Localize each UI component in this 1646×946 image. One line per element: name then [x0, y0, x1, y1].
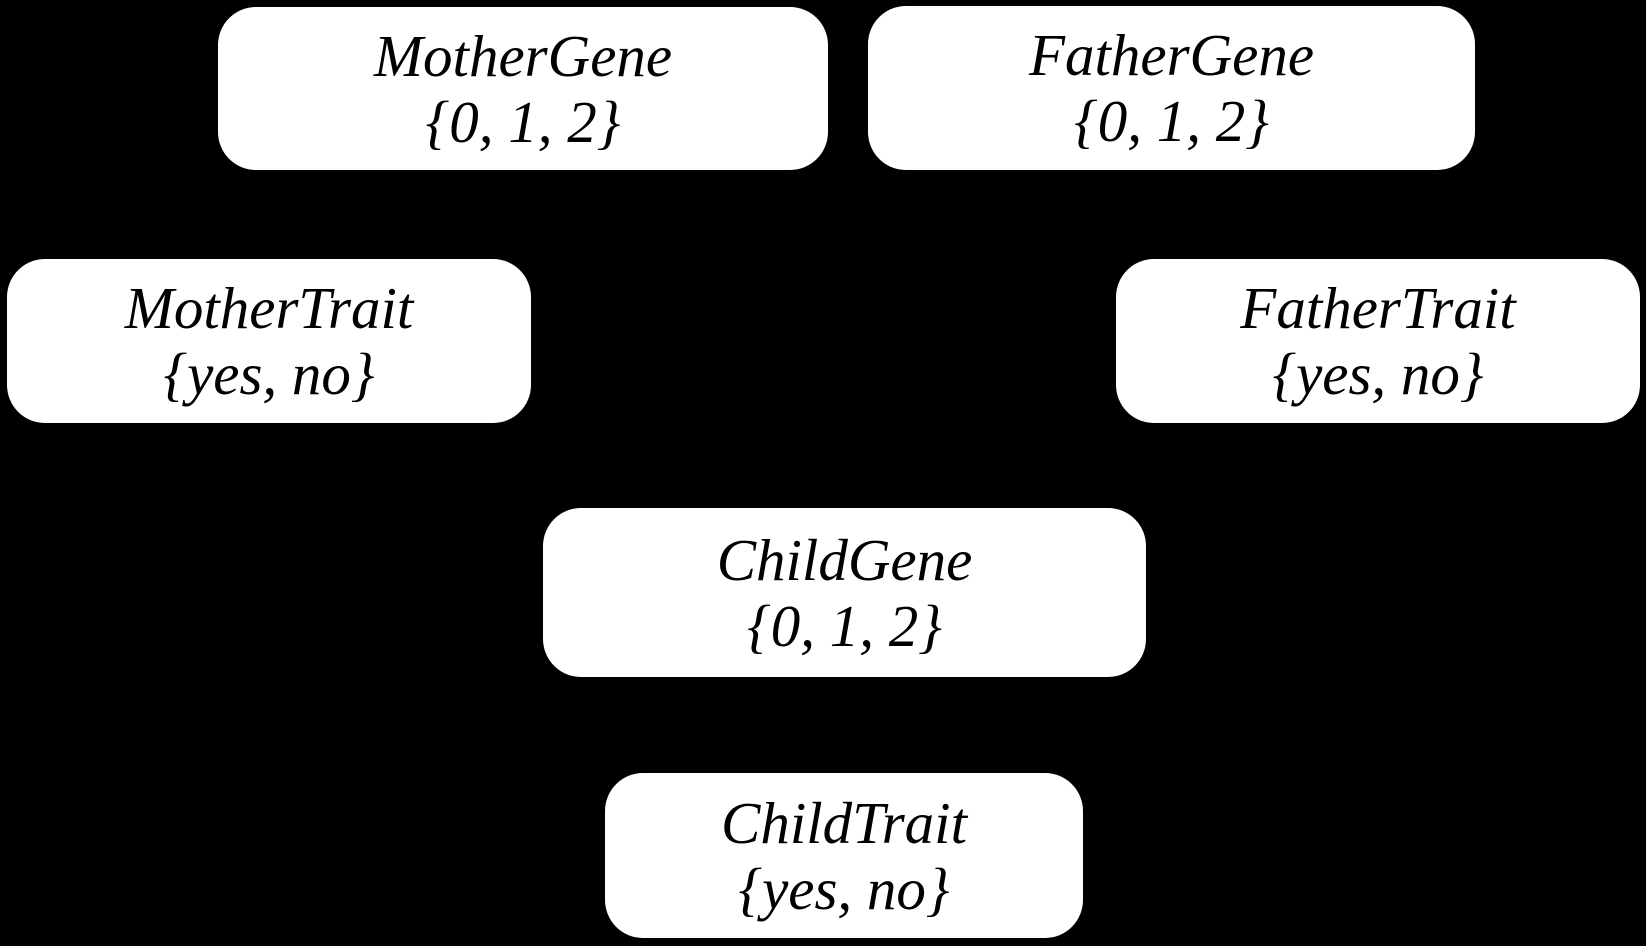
node-child-trait-label: ChildTrait: [721, 789, 967, 856]
node-mother-trait: MotherTrait {yes, no}: [7, 259, 531, 423]
node-mother-gene: MotherGene {0, 1, 2}: [218, 7, 828, 170]
node-child-gene-domain: {0, 1, 2}: [747, 592, 942, 659]
node-father-trait-label: FatherTrait: [1240, 275, 1516, 341]
node-father-gene-label: FatherGene: [1028, 22, 1315, 88]
node-child-gene: ChildGene {0, 1, 2}: [543, 508, 1146, 677]
node-mother-trait-label: MotherTrait: [124, 275, 414, 341]
node-child-gene-label: ChildGene: [716, 526, 973, 593]
node-father-gene: FatherGene {0, 1, 2}: [868, 6, 1475, 170]
node-child-trait-domain: {yes, no}: [738, 855, 950, 922]
node-father-trait-domain: {yes, no}: [1272, 341, 1484, 407]
node-mother-gene-domain: {0, 1, 2}: [425, 88, 621, 155]
node-mother-gene-label: MotherGene: [373, 22, 673, 89]
node-mother-trait-domain: {yes, no}: [163, 341, 375, 407]
node-child-trait: ChildTrait {yes, no}: [605, 773, 1083, 938]
node-father-gene-domain: {0, 1, 2}: [1074, 88, 1269, 154]
node-father-trait: FatherTrait {yes, no}: [1116, 259, 1640, 423]
